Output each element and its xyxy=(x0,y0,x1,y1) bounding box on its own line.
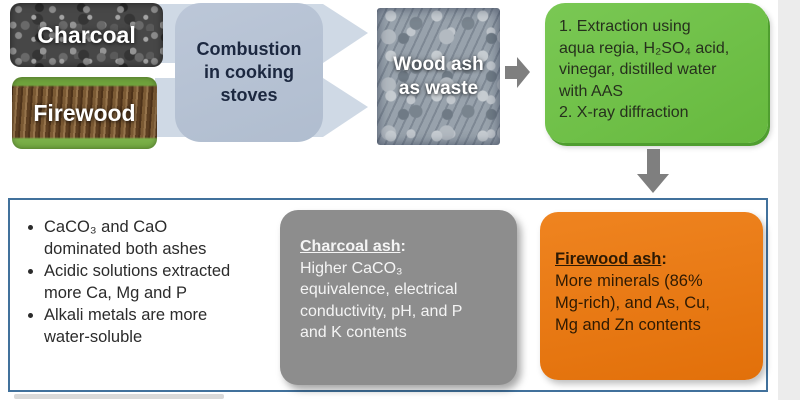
combustion-process-box: Combustion in cooking stoves xyxy=(175,3,323,142)
wood-ash-label: Wood ash as waste xyxy=(393,53,484,99)
firewood-label: Firewood xyxy=(33,99,136,126)
firewood-ash-result-box: Firewood ash: More minerals (86% Mg-rich… xyxy=(540,212,763,380)
result-bullet-item: Acidic solutions extracted more Ca, Mg a… xyxy=(44,260,304,304)
firewood-ash-colon: : xyxy=(661,250,667,268)
combustion-label: Combustion in cooking stoves xyxy=(196,39,302,105)
page-bottom-shadow xyxy=(14,394,224,399)
firewood-photo: Firewood xyxy=(12,77,157,149)
charcoal-ash-result-box: Charcoal ash: Higher CaCO₃ equivalence, … xyxy=(280,210,517,385)
firewood-ash-text: Firewood ash: More minerals (86% Mg-rich… xyxy=(540,212,763,336)
result-bullet-item: Alkali metals are more water-soluble xyxy=(44,304,304,348)
charcoal-photo: Charcoal xyxy=(10,3,163,67)
result-bullet-item: CaCO₃ and CaO dominated both ashes xyxy=(44,216,304,260)
firewood-ash-body: More minerals (86% Mg-rich), and As, Cu,… xyxy=(555,272,710,334)
analysis-to-results-arrow-icon xyxy=(637,149,669,193)
results-bullet-list: CaCO₃ and CaO dominated both ashes Acidi… xyxy=(26,216,304,348)
wood-ash-photo: Wood ash as waste xyxy=(377,8,500,145)
charcoal-ash-text: Charcoal ash: Higher CaCO₃ equivalence, … xyxy=(280,210,517,344)
analysis-steps-box: 1. Extraction using aqua regia, H₂SO₄ ac… xyxy=(545,3,768,143)
charcoal-ash-title: Charcoal ash xyxy=(300,238,401,255)
charcoal-ash-body: Higher CaCO₃ equivalence, electrical con… xyxy=(300,259,463,342)
ash-to-analysis-arrow-icon xyxy=(505,57,530,88)
firewood-ash-title: Firewood ash xyxy=(555,250,662,268)
charcoal-ash-colon: : xyxy=(400,238,406,255)
analysis-steps-text: 1. Extraction using aqua regia, H₂SO₄ ac… xyxy=(559,18,730,121)
charcoal-label: Charcoal xyxy=(37,21,136,48)
page-edge-strip xyxy=(778,0,800,400)
